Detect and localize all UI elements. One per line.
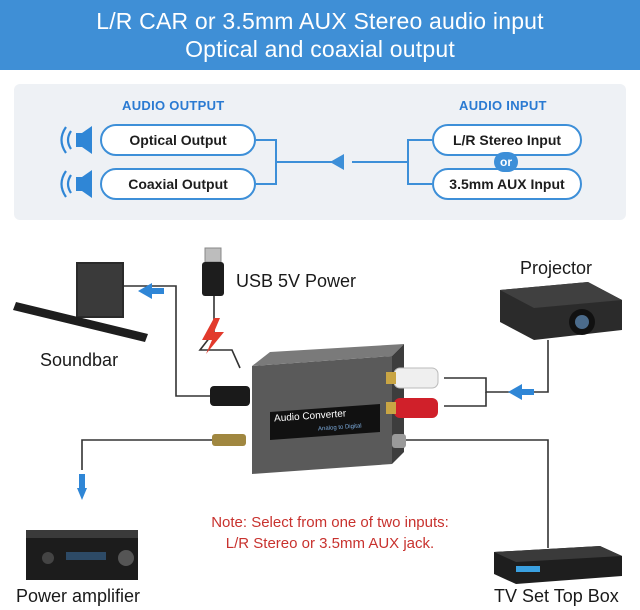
projector-icon [500, 282, 622, 340]
usb-plug-icon [202, 247, 224, 296]
header-banner: L/R CAR or 3.5mm AUX Stereo audio input … [0, 0, 640, 70]
optical-output-pill: Optical Output [100, 124, 256, 156]
power-amplifier-icon [26, 530, 138, 580]
tvbox-cable [404, 439, 549, 548]
arrow-to-amplifier-icon [77, 488, 87, 500]
power-amplifier-label: Power amplifier [16, 586, 141, 606]
audio-converter-box [210, 344, 406, 474]
audio-input-title: AUDIO INPUT [459, 98, 547, 113]
cables [81, 285, 549, 548]
or-badge: or [494, 152, 518, 172]
rca-plugs-icon [386, 367, 439, 418]
aux-port [392, 434, 406, 448]
lightning-icon [202, 318, 224, 354]
panel-arrow-icon [330, 154, 344, 170]
arrow-from-projector-icon [508, 384, 522, 400]
speaker-icon [60, 126, 92, 154]
audio-output-title: AUDIO OUTPUT [122, 98, 225, 113]
coaxial-output-pill: Coaxial Output [100, 168, 256, 200]
coax-port [212, 434, 246, 446]
amplifier-cable [81, 439, 214, 470]
tv-set-top-box-icon [494, 546, 622, 584]
speaker-icon [60, 170, 92, 198]
panel-connectors [256, 139, 432, 185]
projector-label: Projector [520, 258, 593, 278]
usb-power-label: USB 5V Power [236, 271, 357, 291]
header-line-1: L/R CAR or 3.5mm AUX Stereo audio input [96, 8, 544, 34]
projector-cable [444, 340, 549, 393]
usb-cable [198, 295, 241, 369]
arrow-to-soundbar-icon [138, 283, 152, 299]
header-line-2: Optical and coaxial output [185, 36, 455, 62]
optical-port [210, 386, 250, 406]
soundbar-cable [122, 285, 212, 397]
tv-box-label: TV Set Top Box [494, 586, 619, 606]
soundbar-label: Soundbar [40, 350, 119, 370]
soundbar-icon [13, 262, 148, 342]
note-line-1: Note: Select from one of two inputs: [211, 514, 449, 531]
note-line-2: L/R Stereo or 3.5mm AUX jack. [225, 535, 435, 552]
note-text: Note: Select from one of two inputs: L/R… [180, 512, 480, 554]
lr-stereo-input-pill: L/R Stereo Input [432, 124, 582, 156]
